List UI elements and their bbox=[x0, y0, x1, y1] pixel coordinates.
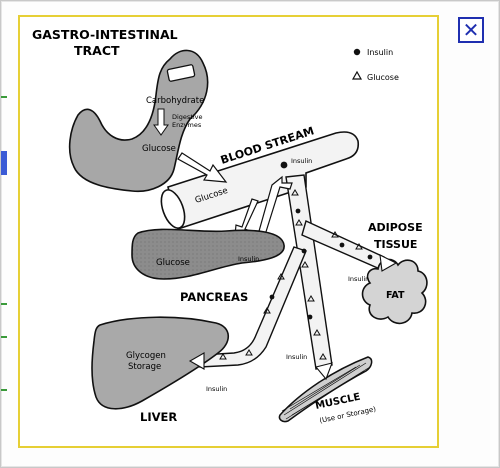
carbohydrate-block bbox=[166, 64, 196, 82]
insulin-dot bbox=[280, 161, 288, 169]
glucose-stomach-label: Glucose bbox=[142, 144, 176, 154]
background-page-edge-mark bbox=[1, 303, 7, 305]
pancreas bbox=[131, 228, 285, 280]
arrow-to-fat bbox=[379, 254, 398, 272]
glycogen-label-line1: Glycogen bbox=[126, 351, 166, 361]
insulin-top-label: Insulin bbox=[291, 157, 312, 165]
adipose-label-line2: TISSUE bbox=[374, 238, 417, 251]
adipose-label-line1: ADIPOSE bbox=[368, 221, 423, 234]
digestive-enzymes-line1: Digestive bbox=[172, 113, 203, 121]
insulin-muscle-label: Insulin bbox=[286, 353, 307, 361]
vessel-to-muscle bbox=[285, 174, 333, 370]
legend-insulin-dot bbox=[353, 48, 361, 56]
stomach-to-vessel-arrow bbox=[177, 152, 228, 183]
stomach bbox=[68, 49, 209, 193]
liver-label: LIVER bbox=[140, 410, 177, 424]
arrow-to-liver bbox=[188, 352, 205, 370]
close-button[interactable]: ✕ bbox=[458, 17, 484, 43]
insulin-markers bbox=[269, 208, 373, 320]
background-page-edge-mark bbox=[1, 96, 7, 98]
fat-label: FAT bbox=[386, 290, 405, 301]
legend-glucose-label: Glucose bbox=[367, 73, 399, 82]
glucose-pancreas-label: Glucose bbox=[156, 258, 190, 268]
pancreas-label: PANCREAS bbox=[180, 290, 248, 304]
diagram-image-frame: GASTRO-INTESTINAL TRACT Insulin Glucose … bbox=[18, 15, 439, 448]
muscle-fibers bbox=[281, 362, 371, 420]
background-page-edge-mark bbox=[1, 389, 7, 391]
vessel-opening bbox=[160, 189, 186, 229]
legend-insulin-label: Insulin bbox=[367, 48, 393, 57]
glucose-insulin-diagram: GASTRO-INTESTINAL TRACT Insulin Glucose … bbox=[32, 27, 428, 425]
legend-glucose-triangle bbox=[351, 70, 363, 80]
close-icon: ✕ bbox=[462, 18, 480, 42]
background-page-edge-mark bbox=[1, 336, 7, 338]
insulin-fat-label: Insulin bbox=[348, 275, 369, 283]
glucose-markers bbox=[219, 189, 363, 360]
glycogen-label-line2: Storage bbox=[128, 362, 161, 372]
arrow-to-muscle bbox=[315, 362, 333, 381]
background-page-edge-mark bbox=[1, 151, 7, 175]
digestion-arrow bbox=[153, 108, 169, 136]
digestive-enzymes-line2: Enzymes bbox=[172, 121, 202, 129]
liver bbox=[91, 316, 230, 410]
blood-vessel bbox=[167, 131, 360, 231]
gi-tract-title-line2: TRACT bbox=[74, 43, 120, 58]
insulin-pancreas-label: Insulin bbox=[238, 255, 259, 263]
carbohydrate-label: Carbohydrate bbox=[146, 96, 204, 106]
fat-tissue bbox=[361, 258, 428, 325]
gi-tract-title-line1: GASTRO-INTESTINAL bbox=[32, 27, 178, 42]
insulin-liver-label: Insulin bbox=[206, 385, 227, 393]
